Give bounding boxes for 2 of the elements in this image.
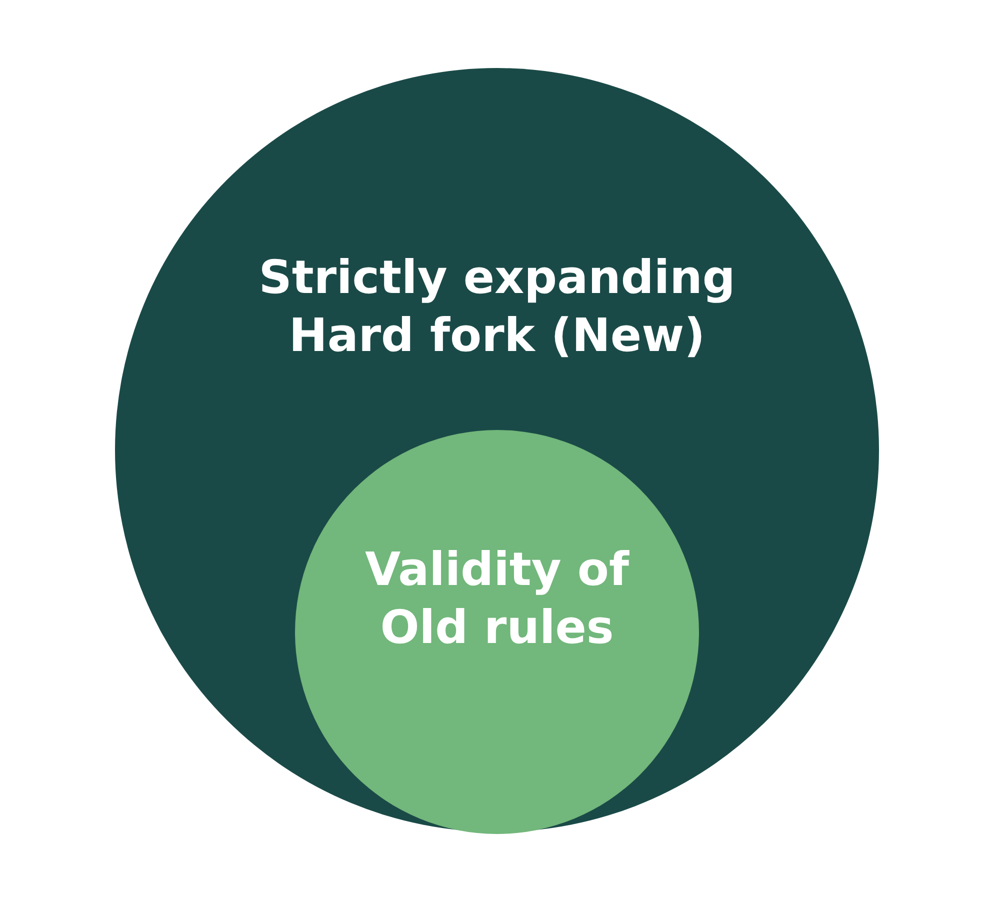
circle-label: Strictly expanding Hard fork (New) <box>258 249 736 364</box>
circle-label: Validity of Old rules <box>364 541 630 656</box>
